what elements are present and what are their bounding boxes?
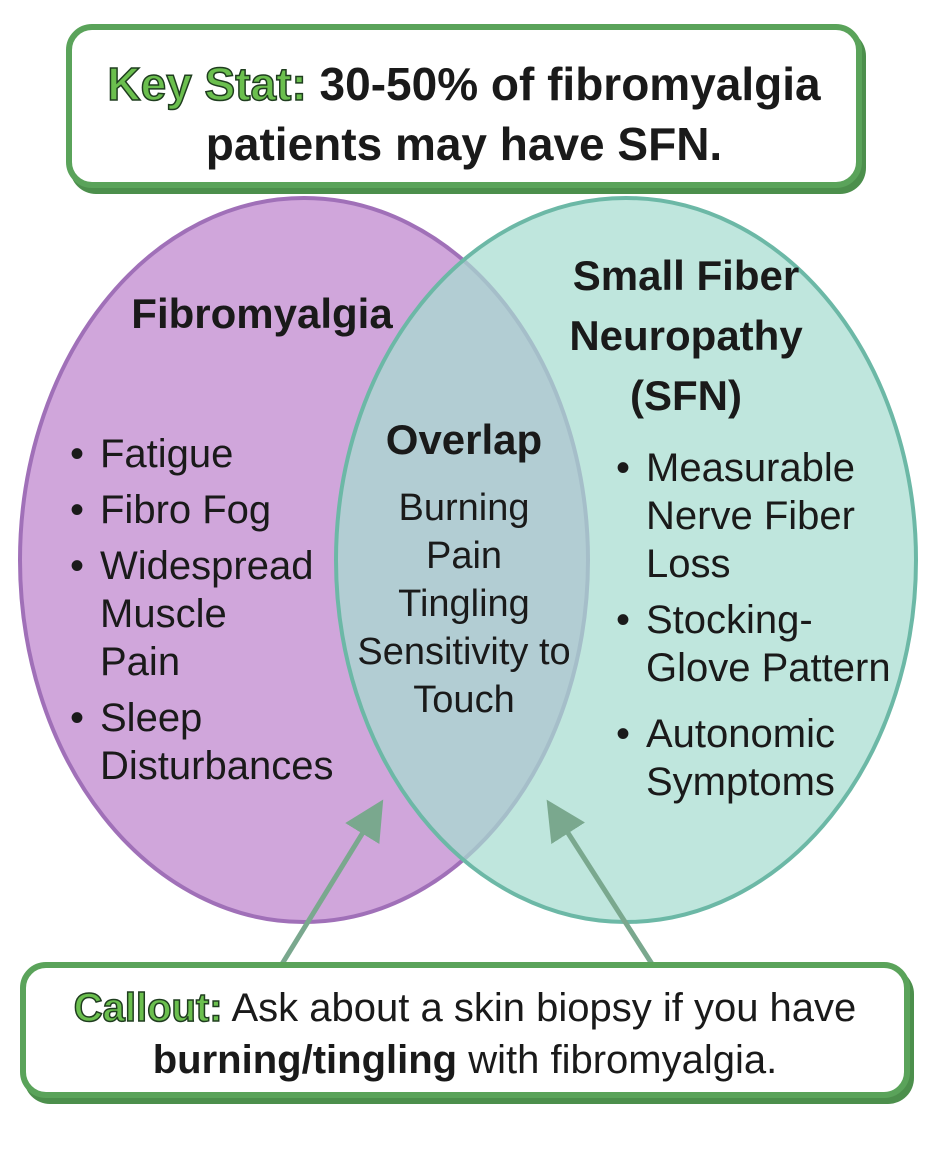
fibromyalgia-title: Fibromyalgia [131,290,393,337]
sfn-item: Stocking-Glove Pattern [614,596,914,692]
key-stat-label: Key Stat: [107,57,308,111]
sfn-title: Small Fiber Neuropathy (SFN) [569,252,803,419]
key-stat-box: Key Stat: 30-50% of fibromyalgia patient… [66,24,862,188]
overlap-item: Pain [425,535,503,577]
callout-bold: burning/tingling [152,1038,458,1082]
callout-text-after: with fibromyalgia. [457,1038,778,1082]
callout-label: Callout: [73,985,223,1031]
overlap-item: Touch [413,679,515,721]
key-stat-line2: patients may have SFN. [205,118,723,170]
callout-text-before: Ask about a skin biopsy if you have [222,986,857,1030]
overlap-item: Burning [398,487,530,529]
overlap-list: Burning Pain Tingling Sensitivity to Tou… [334,484,594,724]
right-arrow [546,799,655,966]
fibromyalgia-item: Fatigue [68,430,358,478]
callout-text: Callout: Ask about a skin biopsy if you … [26,982,904,1086]
left-arrow [279,799,384,966]
callout-box: Callout: Ask about a skin biopsy if you … [20,962,910,1098]
key-stat-text: Key Stat: 30-50% of fibromyalgia patient… [72,54,856,174]
overlap-title: Overlap [385,416,543,463]
fibromyalgia-item: Fibro Fog [68,486,358,534]
key-stat-line1: 30-50% of fibromyalgia [306,58,821,110]
overlap-item: Tingling [398,583,530,625]
overlap-item: Sensitivity to [357,631,571,673]
